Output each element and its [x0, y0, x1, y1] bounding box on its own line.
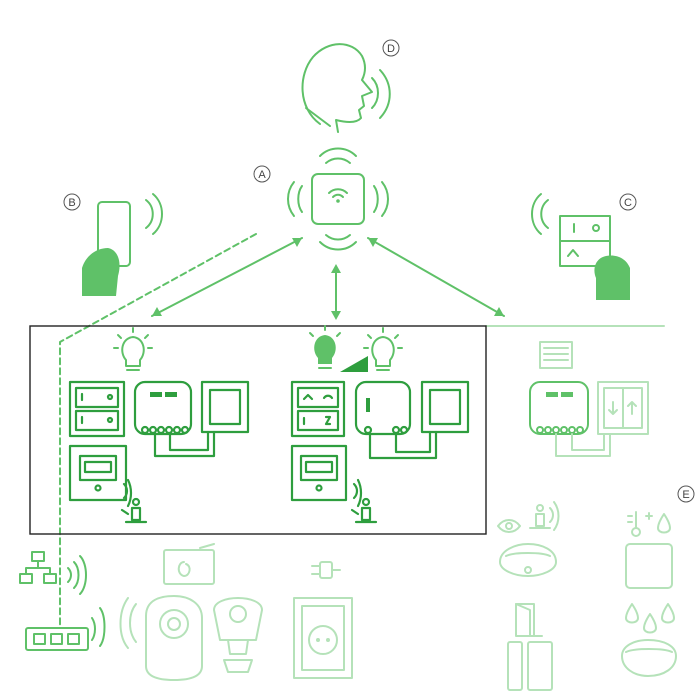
dimmer-actuator-module [354, 380, 412, 436]
motion-sensor-icon [120, 478, 148, 524]
dimmable-bulb-icon [309, 325, 403, 372]
label-b: B [68, 197, 75, 209]
shutter-push-button [597, 381, 649, 435]
temperature-humidity-sensor-icon [625, 511, 673, 589]
connection-arrows [59, 233, 665, 629]
label-a-badge: A [253, 165, 271, 183]
double-push-button [68, 380, 126, 438]
smoke-detector-icon [497, 501, 560, 577]
label-c: C [624, 197, 632, 209]
dimmer-push-button [290, 380, 346, 438]
wiring-2 [368, 430, 438, 460]
label-a: A [258, 169, 266, 181]
camera-icon [119, 543, 263, 681]
wiring-3 [555, 433, 611, 457]
single-rocker-switch [200, 380, 250, 434]
label-e-badge: E [677, 485, 695, 503]
wireless-switch-hand-icon [531, 193, 630, 300]
display-thermostat-2 [290, 444, 348, 502]
water-leak-sensor-icon [621, 603, 677, 677]
voice-assistant-head-icon [301, 43, 391, 133]
label-e: E [682, 489, 689, 501]
door-window-sensor-icon [507, 603, 553, 691]
label-b-badge: B [63, 193, 81, 211]
light-bulb-icon [113, 327, 153, 371]
network-icon [19, 551, 87, 595]
shutter-actuator-module [529, 381, 589, 435]
display-thermostat [68, 444, 128, 502]
router-icon [25, 607, 106, 651]
wiring [153, 430, 216, 458]
label-d-badge: D [382, 39, 400, 57]
smartphone-hand-icon [82, 193, 163, 296]
label-c-badge: C [619, 193, 637, 211]
motion-sensor-icon-2 [350, 478, 378, 524]
blind-shutter-icon [539, 341, 573, 369]
single-rocker-switch-2 [420, 380, 470, 434]
label-d: D [387, 43, 395, 55]
smart-plug-icon [293, 561, 353, 679]
switch-actuator-module [133, 380, 193, 436]
wiser-hub-icon [287, 147, 389, 251]
installation-frame [29, 325, 487, 535]
